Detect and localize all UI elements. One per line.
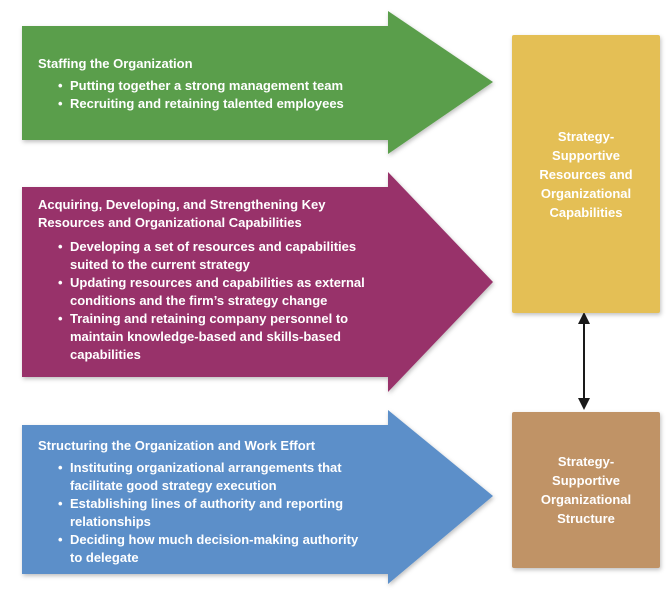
- structuring-bullets: Instituting organizational arrangements …: [38, 459, 398, 567]
- structuring-title: Structuring the Organization and Work Ef…: [38, 438, 316, 453]
- organizational-structure-box-label: Strategy- Supportive Organizational Stru…: [533, 452, 639, 528]
- bullet-line: Deciding how much decision-making author…: [70, 532, 359, 547]
- box-line: Organizational: [540, 185, 632, 201]
- title-line: Resources and Organizational Capabilitie…: [38, 215, 302, 230]
- box-line: Structure: [557, 511, 615, 526]
- resources-capabilities-bullets: Developing a set of resources and capabi…: [38, 238, 398, 364]
- staffing-bullet: Putting together a strong management tea…: [58, 77, 388, 95]
- resources-capabilities-title: Acquiring, Developing, and Strengthening…: [38, 196, 398, 232]
- bullet-line: to delegate: [70, 550, 139, 565]
- structuring-bullet: Instituting organizational arrangements …: [58, 459, 398, 495]
- bullet-line: relationships: [70, 514, 151, 529]
- bullet-line: maintain knowledge-based and skills-base…: [70, 329, 341, 344]
- bullet-line: facilitate good strategy execution: [70, 478, 277, 493]
- staffing-title: Staffing the Organization: [38, 56, 193, 71]
- bullet-line: Updating resources and capabilities as e…: [70, 275, 365, 290]
- bullet-line: Training and retaining company personnel…: [70, 311, 349, 326]
- box-line: Capabilities: [549, 204, 623, 220]
- bullet-line: Developing a set of resources and capabi…: [70, 239, 357, 254]
- structuring-bullet: Establishing lines of authority and repo…: [58, 495, 398, 531]
- box-line: Strategy-: [557, 454, 615, 469]
- box-line: Supportive: [552, 147, 620, 163]
- box-line: Resources and: [539, 166, 633, 182]
- organizational-structure-box: Strategy- Supportive Organizational Stru…: [512, 412, 660, 568]
- resources-bullet: Training and retaining company personnel…: [58, 310, 398, 364]
- bullet-line: capabilities: [70, 347, 141, 362]
- bullet-line: Instituting organizational arrangements …: [70, 460, 342, 475]
- bullet-line: Establishing lines of authority and repo…: [70, 496, 344, 511]
- box-line: Organizational: [540, 492, 632, 507]
- box-line: Supportive: [552, 473, 620, 488]
- resources-capabilities-box-label: Strategy- Supportive Resources and Organ…: [531, 127, 640, 222]
- title-line: Acquiring, Developing, and Strengthening…: [38, 197, 326, 212]
- resources-bullet: Developing a set of resources and capabi…: [58, 238, 398, 274]
- bullet-line: conditions and the firm’s strategy chang…: [70, 293, 328, 308]
- double-headed-connector: [578, 312, 590, 410]
- staffing-text: Staffing the Organization Putting togeth…: [38, 55, 388, 113]
- resources-capabilities-box: Strategy- Supportive Resources and Organ…: [512, 35, 660, 313]
- resources-capabilities-text: Acquiring, Developing, and Strengthening…: [38, 196, 398, 364]
- staffing-bullets: Putting together a strong management tea…: [38, 77, 388, 113]
- bullet-line: suited to the current strategy: [70, 257, 250, 272]
- resources-bullet: Updating resources and capabilities as e…: [58, 274, 398, 310]
- structuring-bullet: Deciding how much decision-making author…: [58, 531, 398, 567]
- structuring-text: Structuring the Organization and Work Ef…: [38, 437, 398, 567]
- box-line: Strategy-: [557, 128, 615, 144]
- staffing-bullet: Recruiting and retaining talented employ…: [58, 95, 388, 113]
